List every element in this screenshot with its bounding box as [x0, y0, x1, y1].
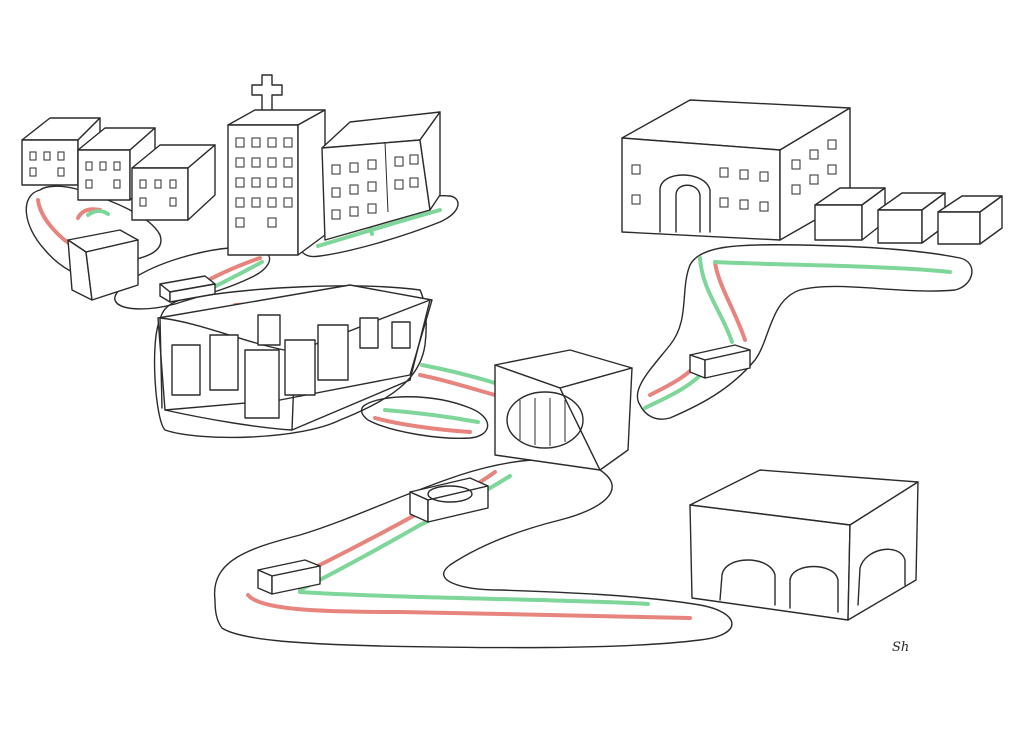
substation-lower-left — [258, 560, 320, 594]
pipe-green-left-houses — [88, 211, 108, 215]
pipe-green-upper-right — [645, 370, 705, 408]
house-right-3 — [938, 196, 1002, 244]
heat-exchanger — [495, 350, 632, 470]
artist-signature: Sh — [892, 640, 909, 655]
hospital-cross-icon — [252, 75, 282, 113]
house-right-2 — [878, 193, 945, 243]
pipe-green-middle-loop — [385, 410, 478, 422]
apartment-blocks — [322, 112, 440, 240]
pipe-green-upper-right-3 — [715, 262, 950, 272]
pipe-green-connector — [422, 365, 495, 383]
houses-right — [815, 188, 1002, 244]
substation-hospital — [160, 276, 215, 302]
substation-lower-oval — [410, 478, 488, 522]
substation-upper-right — [690, 345, 750, 378]
pipe-red-upper-right-2 — [715, 262, 745, 340]
building-lower-right — [690, 470, 918, 620]
hospital — [228, 75, 325, 255]
central-plant — [158, 285, 432, 430]
substation-left-houses — [68, 230, 138, 300]
